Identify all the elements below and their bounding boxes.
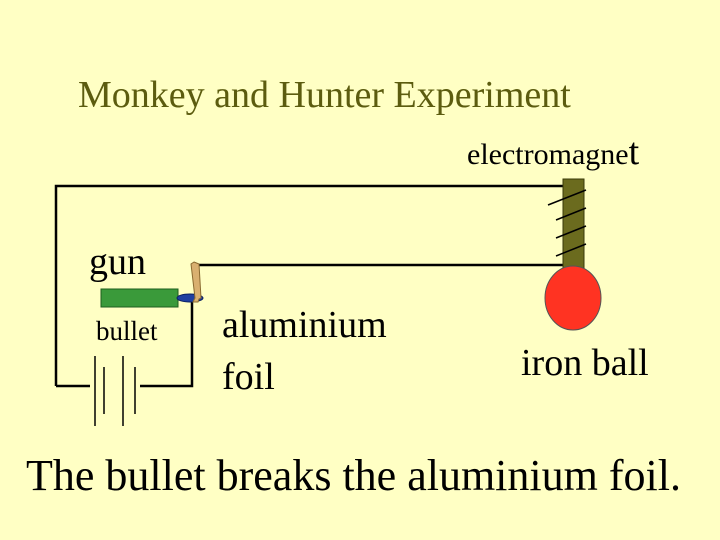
electromagnet-label-last: t (628, 131, 640, 173)
slide-title: Monkey and Hunter Experiment (78, 74, 571, 116)
battery (94, 356, 136, 426)
electromagnet-label-main: electromagne (467, 138, 629, 171)
electromagnet-core (562, 178, 585, 273)
gun-label: gun (89, 241, 146, 283)
aluminium-foil (190, 261, 202, 303)
gun (100, 288, 179, 308)
iron-ball-label: iron ball (521, 342, 649, 384)
electromagnet-coil (547, 189, 587, 257)
foil-label-line2: foil (222, 356, 275, 398)
slide-caption: The bullet breaks the aluminium foil. (26, 451, 681, 500)
circuit-wire-foil-bottom (140, 302, 194, 388)
iron-ball (544, 265, 602, 331)
foil-label-line1: aluminium (222, 304, 387, 346)
bullet-label: bullet (96, 316, 158, 346)
electromagnet-label: electromagnet (467, 133, 639, 171)
circuit-wire-outer (54, 184, 583, 386)
